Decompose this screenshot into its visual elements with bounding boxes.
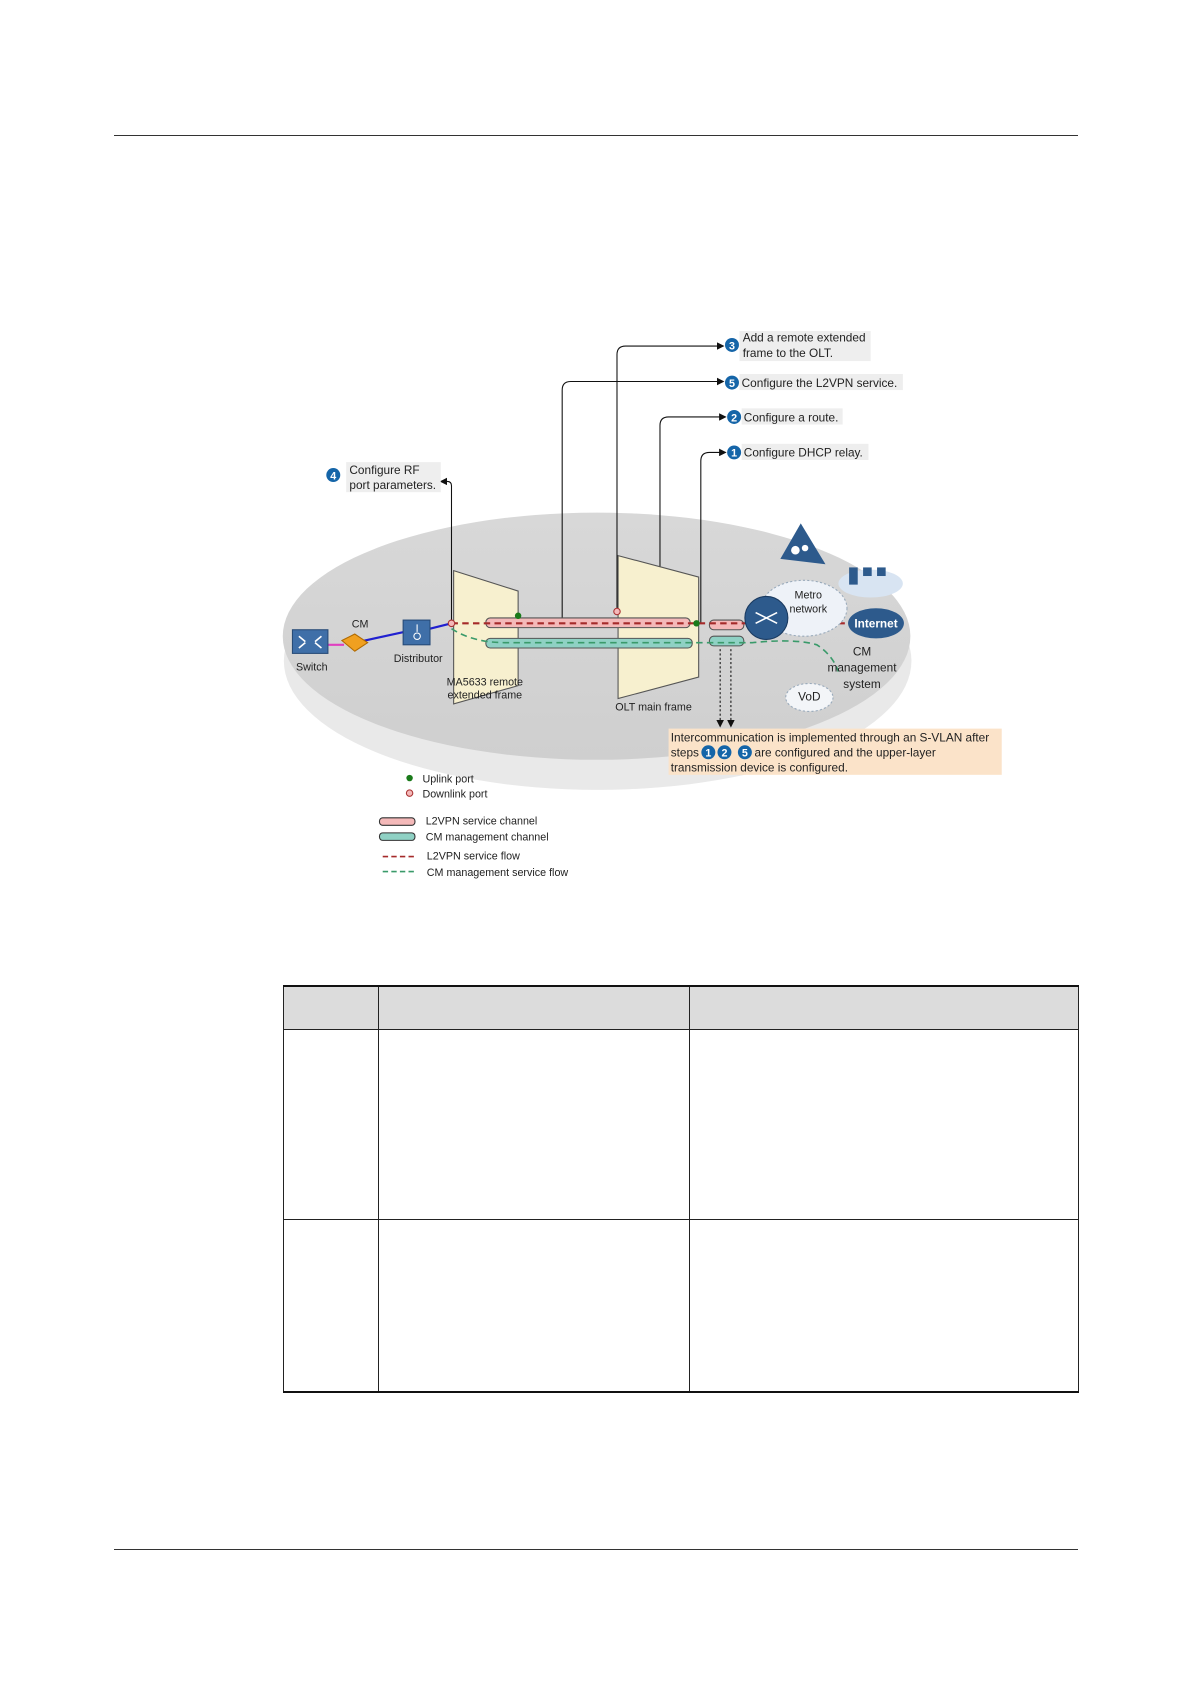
olt-frame-label: OLT main frame: [615, 701, 692, 713]
cm-management-flow: [451, 628, 840, 672]
internet-label: Internet: [854, 617, 897, 631]
legend-downlink: Downlink port: [422, 788, 487, 800]
svg-text:Add a remote extended: Add a remote extended: [743, 331, 866, 345]
cable-modem-icon: [340, 633, 369, 652]
platform-disk: [282, 512, 911, 760]
svg-text:frame to the OLT.: frame to the OLT.: [743, 346, 833, 360]
router-icon: [744, 595, 789, 640]
downlink-port: [447, 619, 456, 628]
svg-text:5: 5: [729, 378, 735, 390]
svg-text:1: 1: [731, 448, 737, 460]
cm-mgmt-label: management: [828, 661, 898, 675]
callout-line-3: [616, 342, 725, 613]
callout-step-3: 3 Add a remote extended frame to the OLT…: [724, 331, 871, 362]
switch-label: Switch: [296, 662, 328, 674]
legend-l2vpn-flow: L2VPN service flow: [427, 851, 520, 863]
vod-cloud: [785, 682, 834, 712]
legend-l2vpn-channel: L2VPN service channel: [426, 815, 538, 827]
metro-label: network: [789, 604, 827, 616]
table-row: [283, 1028, 1079, 1220]
svg-text:Intercommunication is implemen: Intercommunication is implemented throug…: [671, 731, 990, 745]
svg-text:transmission device is configu: transmission device is configured.: [671, 761, 848, 775]
svg-text:2: 2: [731, 412, 737, 424]
callout-step-5: 5 Configure the L2VPN service.: [724, 373, 903, 391]
svg-text:2: 2: [721, 748, 727, 760]
svg-text:Configure a route.: Configure a route.: [744, 410, 839, 424]
cm-channel-pipe-upper: [708, 635, 745, 647]
svg-text:4: 4: [330, 470, 336, 482]
legend-cm-channel: CM management channel: [426, 831, 549, 843]
legend-uplink: Uplink port: [422, 773, 473, 785]
servers-icon: [838, 567, 903, 598]
nms-triangle-icon: [780, 523, 826, 565]
uplink-port: [693, 620, 700, 627]
s-vlan-note: Intercommunication is implemented throug…: [668, 728, 1002, 775]
table-row: [283, 1218, 1079, 1393]
callout-line-2: [659, 413, 727, 643]
remote-frame-label: MA5633 remote: [447, 677, 523, 689]
callout-step-2: 2 Configure a route.: [727, 408, 843, 425]
callout-step-1: 1 Configure DHCP relay.: [727, 443, 869, 460]
legend: Uplink port Downlink port L2VPN service …: [378, 773, 569, 879]
table-header-row: [283, 985, 1079, 1030]
svg-text:Configure RF: Configure RF: [349, 463, 419, 477]
cm-label: CM: [352, 619, 369, 631]
cm-mgmt-label: system: [843, 677, 881, 691]
svg-text:1: 1: [705, 748, 711, 760]
cm-mgmt-label: CM: [853, 645, 871, 659]
switch-icon: [291, 629, 329, 654]
internet-cloud: [848, 608, 904, 639]
callout-line-5: [561, 377, 725, 624]
svg-text:5: 5: [742, 748, 748, 760]
callout-line-4: [439, 477, 453, 624]
distributor-icon: [402, 619, 431, 646]
svg-text:Configure DHCP relay.: Configure DHCP relay.: [744, 446, 863, 460]
steps-table: [283, 985, 1079, 1393]
svg-text:Configure the L2VPN service.: Configure the L2VPN service.: [742, 376, 898, 390]
remote-frame-label: extended frame: [448, 690, 523, 702]
footer-rule: [114, 1549, 1078, 1550]
remote-extended-frame: [453, 569, 519, 705]
svg-text:steps: steps: [671, 746, 699, 760]
downlink-port: [613, 607, 621, 616]
metro-label: Metro: [795, 590, 822, 602]
l2vpn-channel-pipe-upper: [708, 619, 745, 631]
svg-text:port parameters.: port parameters.: [349, 478, 436, 492]
uplink-port: [514, 612, 522, 620]
vod-label: VoD: [798, 690, 820, 704]
callout-step-4: 4 Configure RF port parameters.: [326, 462, 441, 493]
header-rule: [114, 135, 1078, 136]
legend-cm-flow: CM management service flow: [427, 867, 569, 879]
svg-text:are configured and the upper-l: are configured and the upper-layer: [755, 746, 936, 760]
callout-line-1: [700, 448, 727, 624]
distributor-label: Distributor: [394, 653, 443, 665]
cm-distributor-cable: [359, 630, 405, 643]
svg-text:3: 3: [729, 340, 735, 352]
